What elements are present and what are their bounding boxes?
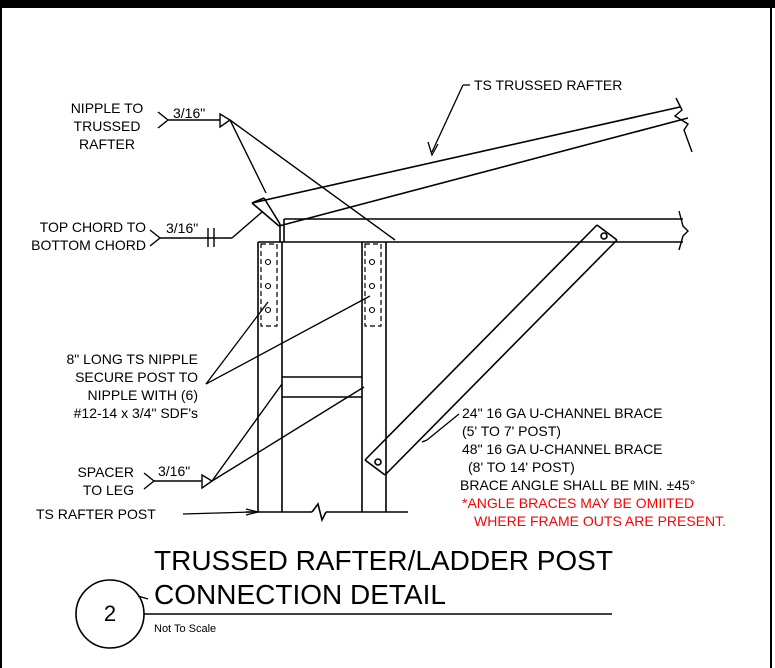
label-spacer-line2: TO LEG	[82, 482, 134, 498]
trussed-rafter	[251, 97, 693, 227]
label-nipple-note-line2: SECURE POST TO	[75, 369, 198, 385]
weld-symbol-spacer	[143, 383, 365, 490]
detail-scale: Not To Scale	[154, 623, 217, 635]
weld-size-nipple: 3/16"	[173, 105, 206, 121]
weld-size-chord: 3/16"	[166, 220, 199, 236]
label-brace-line4: (8' TO 14' POST)	[468, 459, 575, 475]
nipple-screws	[264, 258, 376, 314]
detail-title-line1: TRUSSED RAFTER/LADDER POST	[154, 545, 613, 576]
label-nipple-note-line4: #12-14 x 3/4" SDF's	[73, 405, 198, 421]
ground-line	[246, 502, 408, 523]
spacer	[282, 376, 362, 398]
label-nipple-weld-line2: TRUSSED	[73, 118, 141, 134]
label-spacer: SPACER TO LEG	[40, 463, 134, 499]
leader-brace-note	[421, 413, 460, 443]
right-post	[361, 242, 387, 512]
label-nipple-weld-line3: RAFTER	[79, 136, 135, 152]
label-red-note-line1: *ANGLE BRACES MAY BE OMIITED	[462, 495, 695, 511]
label-brace-line2: (5' TO 7' POST)	[462, 423, 561, 439]
angle-brace	[364, 224, 618, 476]
title-block	[75, 579, 612, 649]
post-nipples	[260, 243, 382, 327]
weld-symbol-nipple	[157, 111, 396, 241]
label-brace-line3: 48" 16 GA U-CHANNEL BRACE	[462, 441, 663, 457]
left-post	[257, 219, 285, 512]
weld-symbol-chord	[149, 211, 263, 247]
label-top-chord-line1: TOP CHORD TO	[39, 219, 146, 235]
label-brace-angle: BRACE ANGLE SHALL BE MIN. ±45°	[460, 477, 696, 493]
weld-size-spacer: 3/16"	[158, 463, 191, 479]
label-top-chord-line2: BOTTOM CHORD	[31, 237, 146, 253]
label-brace-note: 24" 16 GA U-CHANNEL BRACE (5' TO 7' POST…	[460, 404, 727, 530]
bottom-chord	[258, 210, 689, 251]
label-nipple-note-line1: 8" LONG TS NIPPLE	[66, 351, 198, 367]
label-ts-trussed-rafter: TS TRUSSED RAFTER	[474, 77, 623, 93]
label-top-chord: TOP CHORD TO BOTTOM CHORD	[0, 218, 146, 254]
leader-trussed-rafter	[427, 84, 470, 157]
leader-rafter-post	[182, 508, 259, 516]
label-brace-line1: 24" 16 GA U-CHANNEL BRACE	[462, 405, 663, 421]
label-nipple-weld-line1: NIPPLE TO	[70, 100, 144, 116]
label-ts-rafter-post: TS RAFTER POST	[36, 506, 156, 522]
label-nipple-weld: NIPPLE TO TRUSSED RAFTER	[62, 99, 152, 153]
label-red-note-line2: WHERE FRAME OUTS ARE PRESENT.	[474, 513, 727, 529]
label-nipple-note-line3: NIPPLE WITH (6)	[87, 387, 198, 403]
label-nipple-note: 8" LONG TS NIPPLE SECURE POST TO NIPPLE …	[0, 350, 198, 422]
detail-number: 2	[103, 601, 117, 626]
leader-nipple-note	[205, 295, 371, 385]
detail-title-line2: CONNECTION DETAIL	[154, 579, 446, 610]
label-spacer-line1: SPACER	[77, 464, 134, 480]
left-nipple	[251, 197, 281, 242]
sheet-top-bar	[0, 0, 775, 8]
